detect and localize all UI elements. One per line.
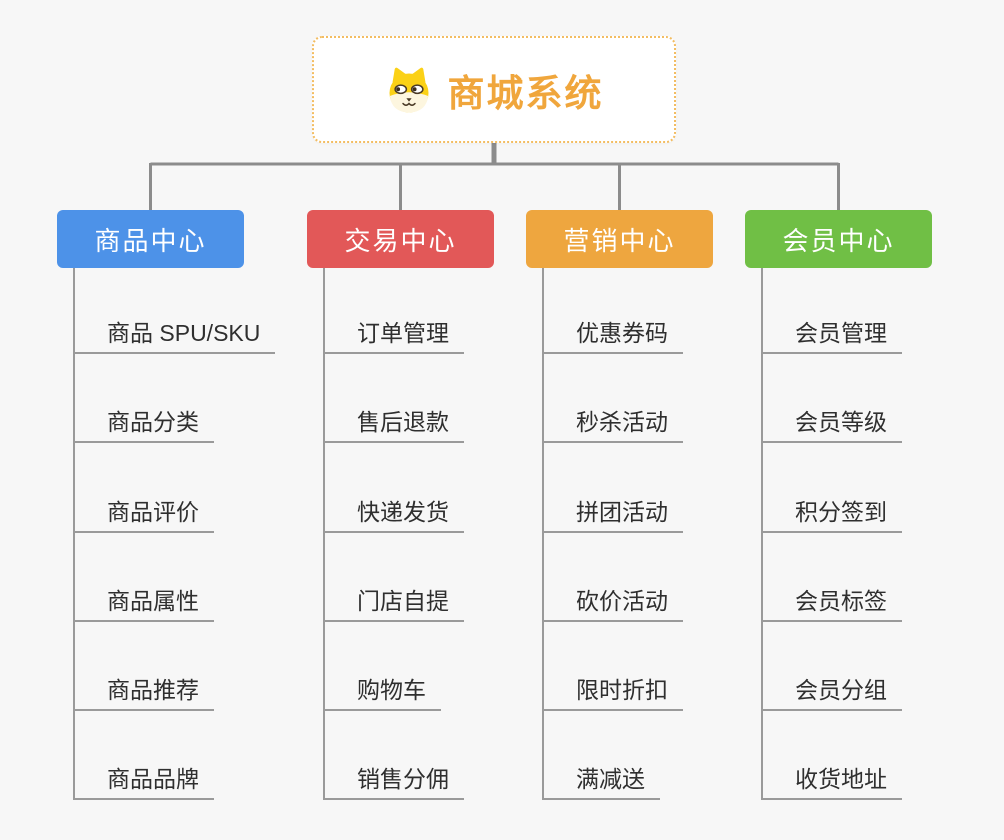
root-node[interactable]: 商城系统 xyxy=(312,36,676,143)
leaf-item[interactable]: 满减送 xyxy=(542,760,660,800)
branch-column-2: 营销中心优惠券码秒杀活动拼团活动砍价活动限时折扣满减送 xyxy=(526,210,766,810)
leaf-item[interactable]: 限时折扣 xyxy=(542,671,683,711)
leaf-item[interactable]: 售后退款 xyxy=(323,403,464,443)
dog-face-icon xyxy=(389,67,428,112)
branch-header-3[interactable]: 会员中心 xyxy=(745,210,932,268)
leaf-item[interactable]: 秒杀活动 xyxy=(542,403,683,443)
leaf-item[interactable]: 销售分佣 xyxy=(323,760,464,800)
branch-header-0[interactable]: 商品中心 xyxy=(57,210,244,268)
leaf-item[interactable]: 商品分类 xyxy=(73,403,214,443)
leaf-item[interactable]: 商品 SPU/SKU xyxy=(73,314,276,354)
leaf-item[interactable]: 门店自提 xyxy=(323,582,464,622)
branch-trunk-line xyxy=(761,268,763,800)
leaf-item[interactable]: 优惠券码 xyxy=(542,314,683,354)
branch-trunk-line xyxy=(542,268,544,800)
leaf-item[interactable]: 会员标签 xyxy=(761,582,902,622)
branch-header-1[interactable]: 交易中心 xyxy=(307,210,494,268)
leaf-item[interactable]: 订单管理 xyxy=(323,314,464,354)
branch-column-1: 交易中心订单管理售后退款快递发货门店自提购物车销售分佣 xyxy=(307,210,547,810)
leaf-item[interactable]: 砍价活动 xyxy=(542,582,683,622)
leaf-item[interactable]: 积分签到 xyxy=(761,493,902,533)
leaf-item[interactable]: 商品品牌 xyxy=(73,760,214,800)
branch-column-3: 会员中心会员管理会员等级积分签到会员标签会员分组收货地址 xyxy=(745,210,985,810)
branch-trunk-line xyxy=(73,268,75,800)
branch-header-2[interactable]: 营销中心 xyxy=(526,210,713,268)
leaf-item[interactable]: 会员管理 xyxy=(761,314,902,354)
leaf-item[interactable]: 收货地址 xyxy=(761,760,902,800)
leaf-item[interactable]: 快递发货 xyxy=(323,493,464,533)
branch-column-0: 商品中心商品 SPU/SKU 商品分类商品评价商品属性商品推荐商品品牌 xyxy=(57,210,297,810)
leaf-item[interactable]: 商品推荐 xyxy=(73,671,214,711)
leaf-item[interactable]: 商品属性 xyxy=(73,582,214,622)
leaf-item[interactable]: 拼团活动 xyxy=(542,493,683,533)
leaf-item[interactable]: 会员等级 xyxy=(761,403,902,443)
leaf-item[interactable]: 购物车 xyxy=(323,671,441,711)
root-title: 商城系统 xyxy=(447,72,604,114)
leaf-item[interactable]: 会员分组 xyxy=(761,671,902,711)
branch-trunk-line xyxy=(323,268,325,800)
leaf-item[interactable]: 商品评价 xyxy=(73,493,214,533)
